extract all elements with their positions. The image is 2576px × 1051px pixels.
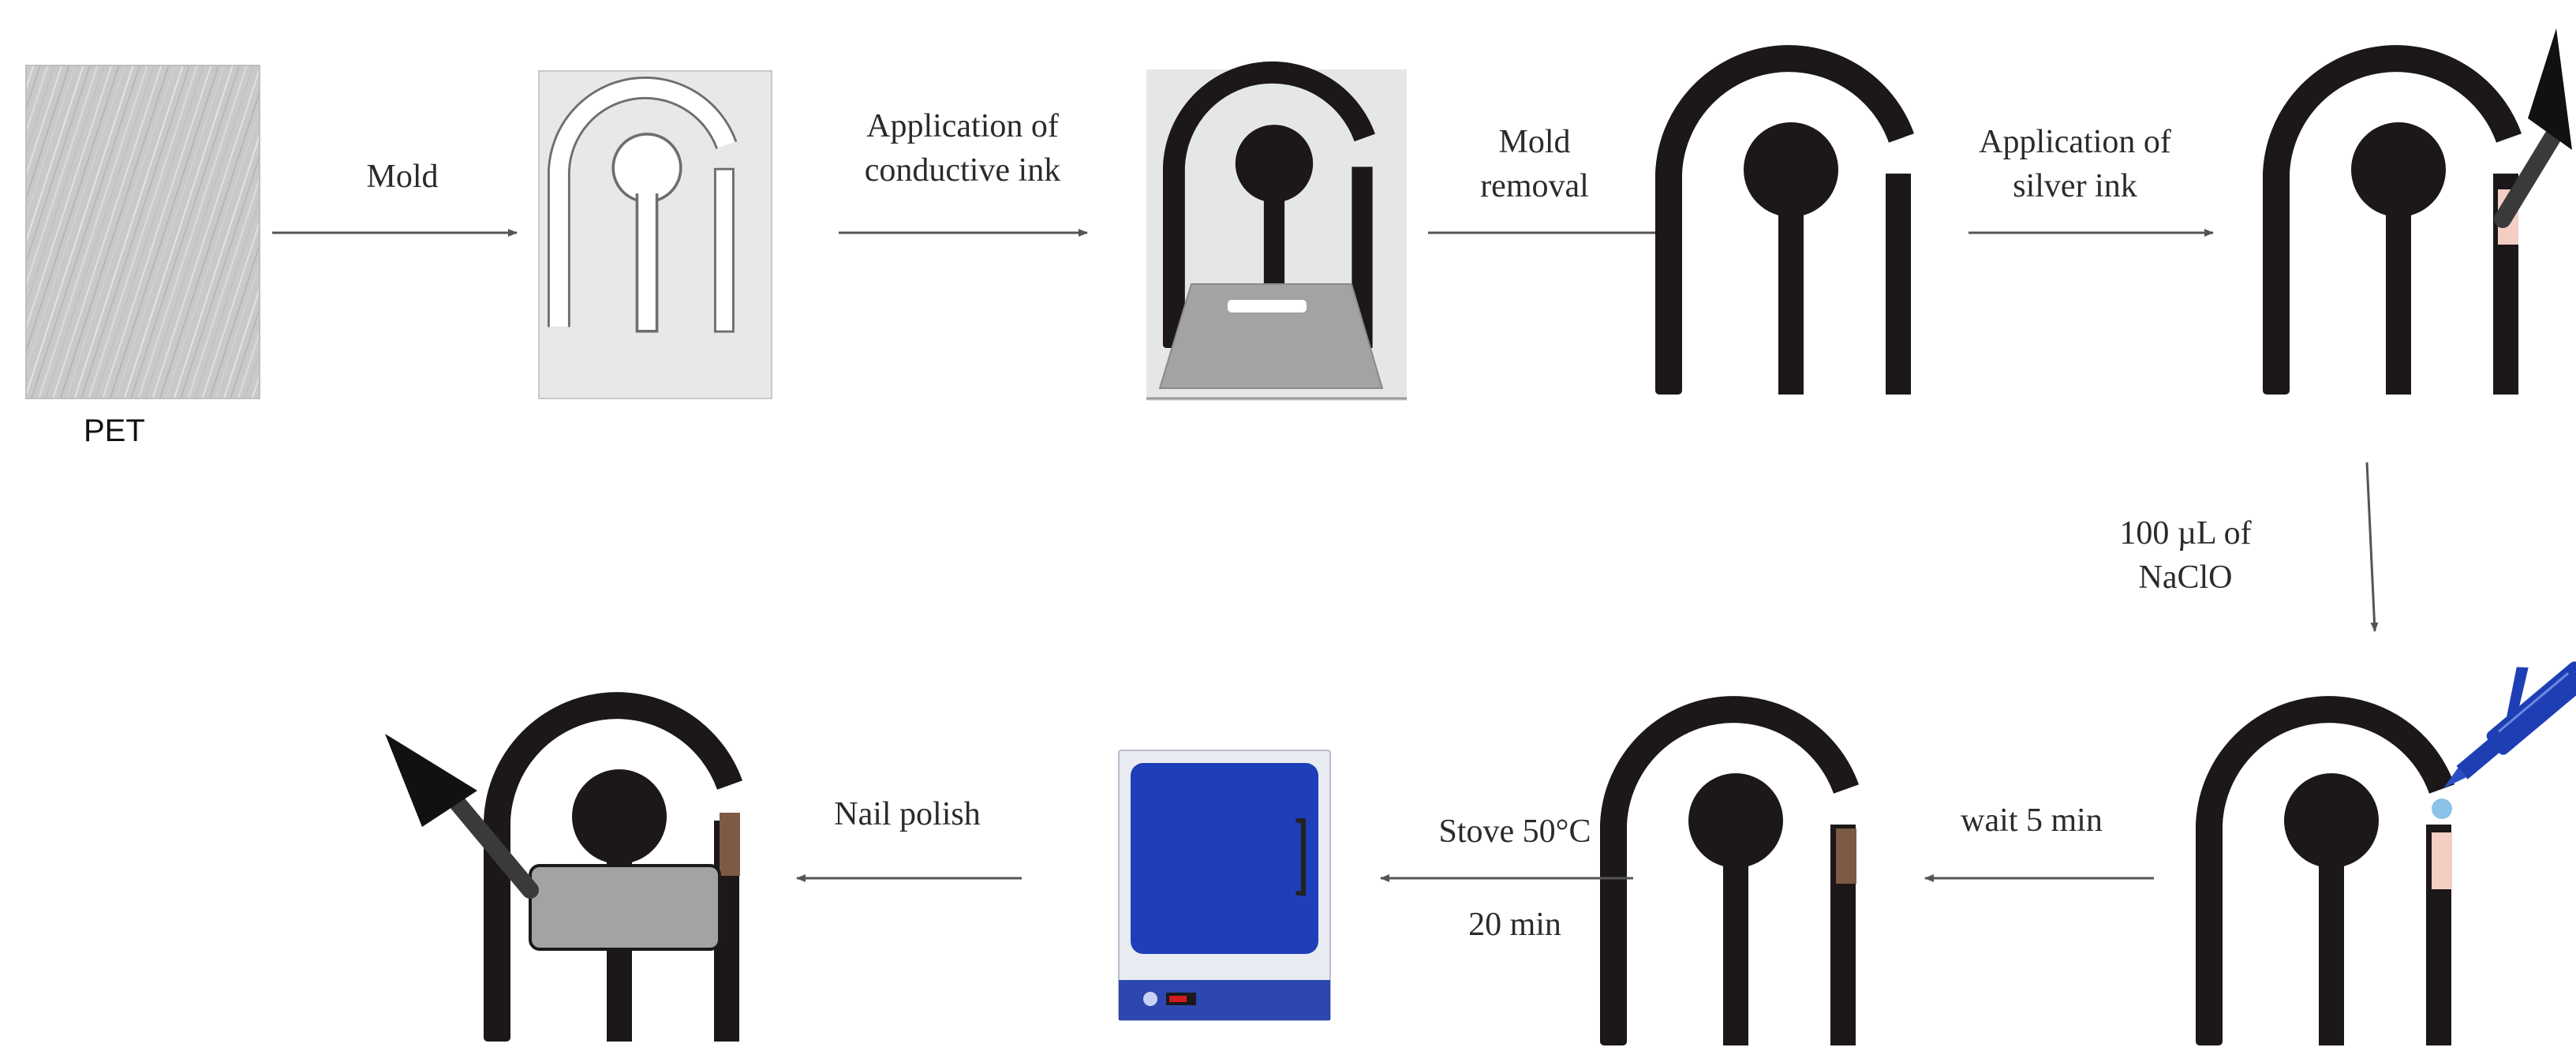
oven [1118, 750, 1331, 1021]
stove-label: Stove 50°C [1438, 813, 1591, 850]
wait-label: wait 5 min [1961, 802, 2103, 839]
electrode-agcl [1600, 709, 1856, 1045]
mold-stencil [538, 70, 772, 399]
arrow-naclo [2365, 462, 2379, 632]
nail-polish-label: Nail polish [834, 796, 981, 832]
mold-with-ink [1146, 69, 1407, 401]
silver-ink-label: Application of silver ink [1979, 124, 2171, 204]
electrode-silver-ink [2263, 28, 2572, 395]
pet-substrate [25, 65, 260, 399]
brush-tip-2 [385, 734, 477, 827]
oven-handle [1295, 818, 1306, 896]
conductive-ink-label: Application of conductive ink [864, 108, 1061, 189]
mold-label: Mold [366, 159, 439, 195]
mold-removal-label: Mold removal [1480, 124, 1589, 204]
electrode-naclo [2196, 661, 2576, 1045]
squeegee [1158, 283, 1384, 389]
electrode-bare [1655, 58, 1911, 395]
brush-handle [2494, 120, 2567, 228]
pipette [2443, 661, 2576, 789]
pet-label: PET [84, 413, 145, 448]
oven-door [1131, 763, 1318, 954]
naclo-label: 100 µL of NaClO [2119, 515, 2252, 596]
brush-tip [2528, 28, 2572, 150]
stove-time-label: 20 min [1468, 907, 1561, 943]
brush-handle-2 [449, 795, 539, 899]
electrode-final [385, 705, 740, 1042]
naclo-drop [2432, 799, 2452, 819]
nail-polish-film [529, 864, 721, 951]
